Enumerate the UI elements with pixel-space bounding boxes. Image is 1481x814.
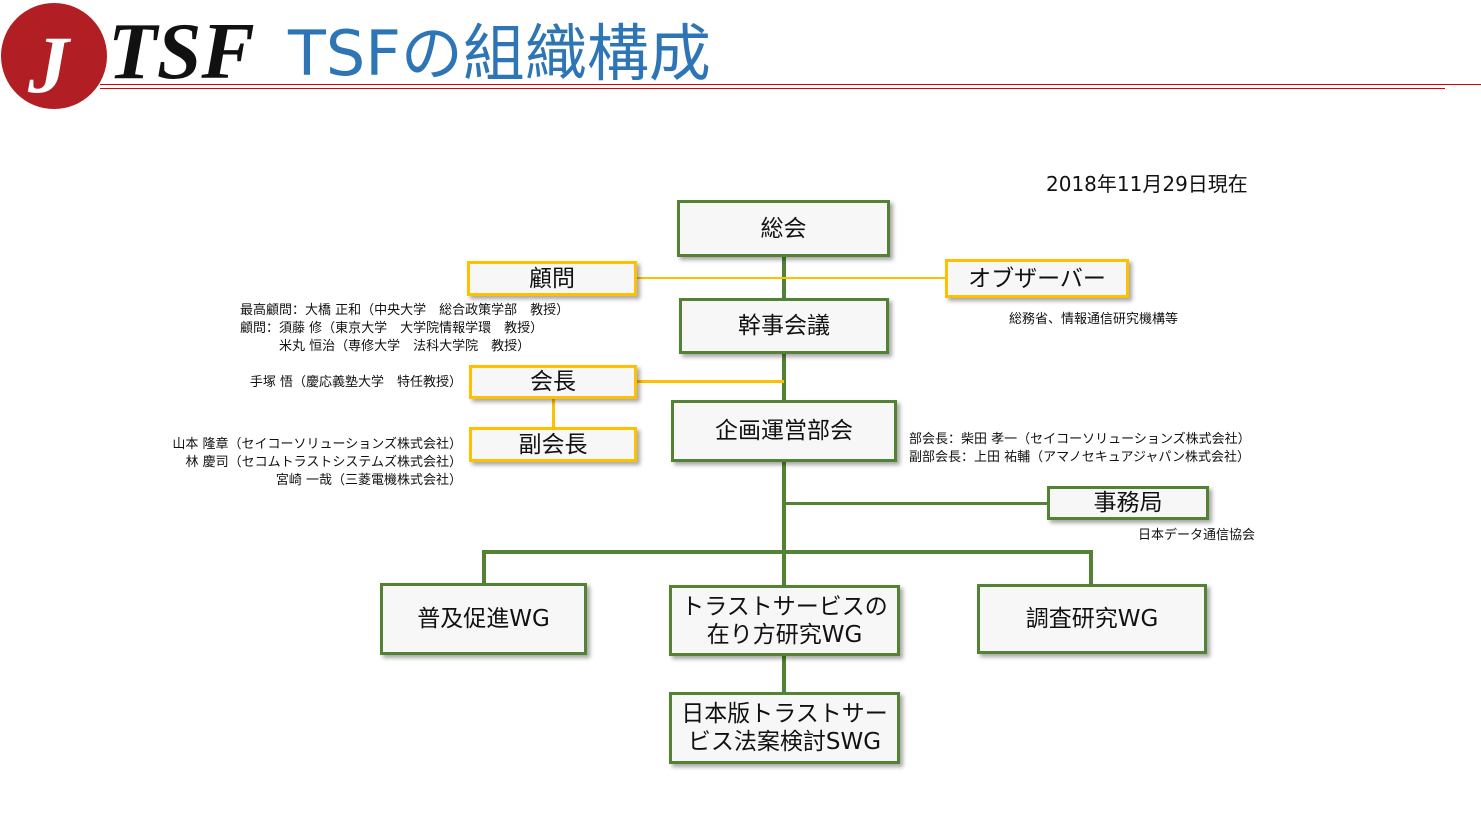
svg-text:J: J [27, 19, 72, 110]
wg-trust-service-box: トラストサービスの在り方研究WG [669, 585, 900, 656]
board-box: 幹事会議 [679, 298, 889, 354]
swg-law-box: 日本版トラストサービス法案検討SWG [669, 692, 900, 764]
vice-chair-note: 山本 隆章（セイコーソリューションズ株式会社） [172, 437, 462, 452]
secretariat-box: 事務局 [1047, 486, 1209, 520]
connector-advisor-observer [637, 277, 945, 279]
wg-research-box: 調査研究WG [977, 584, 1207, 654]
planning-committee-box: 企画運営部会 [671, 400, 897, 462]
connector-main [782, 257, 786, 692]
connector-secretariat [784, 502, 1047, 505]
observer-note: 総務省、情報通信研究機構等 [1009, 312, 1179, 327]
vice-chair-note: 林 慶司（セコムトラストシステムズ株式会社） [185, 455, 462, 470]
vice-chair-note: 宮崎 一哉（三菱電機株式会社） [275, 473, 462, 488]
connector-chair-vice [552, 399, 555, 427]
logo: J TSF [0, 0, 260, 112]
vice-chair-box: 副会長 [469, 427, 637, 462]
advisor-note: 顧問：須藤 修（東京大学 大学院情報学環 教授） [240, 321, 544, 336]
chair-box: 会長 [469, 365, 637, 399]
connector-wg1 [482, 550, 486, 583]
advisor-box: 顧問 [467, 261, 637, 296]
advisor-note: 米丸 恒治（専修大学 法科大学院 教授） [240, 339, 531, 354]
general-assembly-box: 総会 [677, 200, 890, 257]
connector-chair [637, 380, 784, 383]
wg-promotion-box: 普及促進WG [380, 583, 587, 655]
planning-note: 副部会長：上田 祐輔（アマノセキュアジャパン株式会社） [909, 450, 1250, 465]
connector-wg-bar [482, 550, 1093, 554]
page-title: TSFの組織構成 [288, 17, 711, 90]
connector-wg3 [1089, 550, 1093, 584]
svg-text:TSF: TSF [108, 8, 255, 96]
header-rule [100, 84, 1481, 85]
header-rule [100, 88, 1445, 89]
planning-note: 部会長：柴田 孝一（セイコーソリューションズ株式会社） [909, 432, 1251, 447]
planning-notes: 部会長：柴田 孝一（セイコーソリューションズ株式会社） 副部会長：上田 祐輔（ア… [909, 431, 1251, 467]
observer-box: オブザーバー [945, 259, 1129, 298]
chair-note: 手塚 悟（慶応義塾大学 特任教授） [249, 375, 462, 390]
vice-chair-notes: 山本 隆章（セイコーソリューションズ株式会社） 林 慶司（セコムトラストシステム… [172, 436, 462, 490]
advisor-note: 最高顧問：大橋 正和（中央大学 総合政策学部 教授） [240, 303, 570, 318]
secretariat-note: 日本データ通信協会 [1138, 528, 1256, 543]
advisor-notes: 最高顧問：大橋 正和（中央大学 総合政策学部 教授） 顧問：須藤 修（東京大学 … [240, 302, 569, 356]
date-label: 2018年11月29日現在 [1046, 172, 1248, 196]
